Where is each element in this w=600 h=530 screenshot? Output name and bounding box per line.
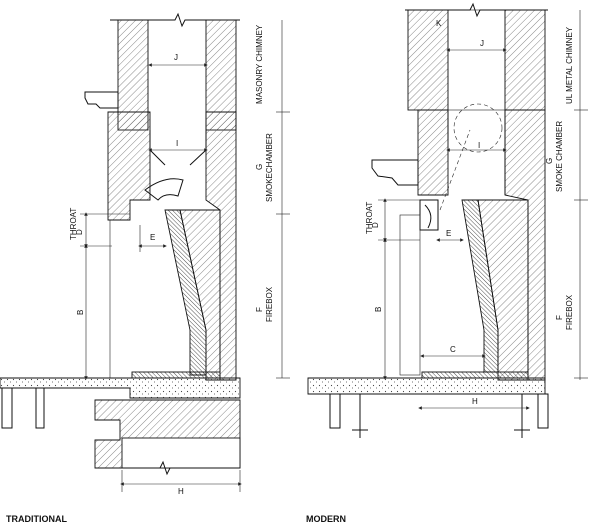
trad-zone-firebox: FIREBOX <box>265 286 274 322</box>
mod-metal-flue <box>447 9 506 111</box>
caption-modern: MODERN <box>306 514 346 524</box>
trad-dim-h-label: H <box>178 487 184 496</box>
trad-dim-i-label: I <box>176 139 178 148</box>
trad-dim-b-label: B <box>76 310 85 315</box>
mod-dim-c-label: C <box>450 345 456 354</box>
trad-smokechamber-wall-left <box>107 111 151 221</box>
mod-zone-g-letter: G <box>545 158 554 164</box>
trad-dim-j-label: J <box>174 53 178 62</box>
trad-damper <box>144 178 184 201</box>
trad-dim-e-label: E <box>150 233 155 242</box>
mod-chimney-wall-right <box>504 9 546 111</box>
trad-dim-d-text: THROAT <box>69 208 78 240</box>
trad-break-line-bottom <box>95 460 240 476</box>
mod-smokechamber-wall-left <box>417 109 449 196</box>
mod-hearth-firebrick <box>421 371 529 379</box>
mod-zone-f-letter: F <box>555 315 564 320</box>
trad-hearth-firebrick <box>131 371 221 379</box>
trad-zone-f-letter: F <box>255 307 264 312</box>
mod-dim-h-label: H <box>472 397 478 406</box>
mod-dim-d-label: D <box>371 222 380 228</box>
mod-dim-d-text: THROAT <box>365 202 374 234</box>
trad-hearth <box>0 377 241 399</box>
mod-surround <box>399 214 421 376</box>
mod-damper-swing <box>453 103 503 153</box>
mod-mantel <box>371 159 419 186</box>
trad-zone-smokechamber: SMOKECHAMBER <box>265 133 274 202</box>
modern-drawing: K J I E D THROAT B C H UL METAL CHIMNEY … <box>307 2 588 438</box>
mod-pier-right <box>514 394 530 438</box>
trad-break-line-top <box>110 12 240 28</box>
mod-zone-chimney: UL METAL CHIMNEY <box>565 26 574 104</box>
mod-dim-i-label: I <box>478 141 480 150</box>
trad-mantel <box>84 91 119 109</box>
trad-dim-d-label: D <box>75 229 84 235</box>
mod-pier-left <box>352 394 368 438</box>
mod-dim-b-label: B <box>374 307 383 312</box>
mod-joist-right <box>537 393 549 429</box>
mod-dim-k-label: K <box>436 19 442 28</box>
caption-traditional: TRADITIONAL <box>6 514 67 524</box>
trad-zone-chimney: MASONRY CHIMNEY <box>255 24 264 104</box>
mod-zone-smokechamber: SMOKE CHAMBER <box>555 121 564 192</box>
traditional-drawing: J I E D THROAT B H MASONRY CHIMNEY G SMO… <box>0 12 290 496</box>
mod-break-line-top <box>405 2 548 18</box>
mod-chimney-wall-left <box>407 9 449 111</box>
trad-zone-g-letter: G <box>255 164 264 170</box>
trad-joist <box>35 387 45 429</box>
mod-dim-j-label: J <box>480 39 484 48</box>
mod-joist-left <box>329 393 341 429</box>
mod-zone-firebox: FIREBOX <box>565 294 574 330</box>
mod-dim-e-label: E <box>446 229 451 238</box>
mod-hearth <box>307 377 546 395</box>
